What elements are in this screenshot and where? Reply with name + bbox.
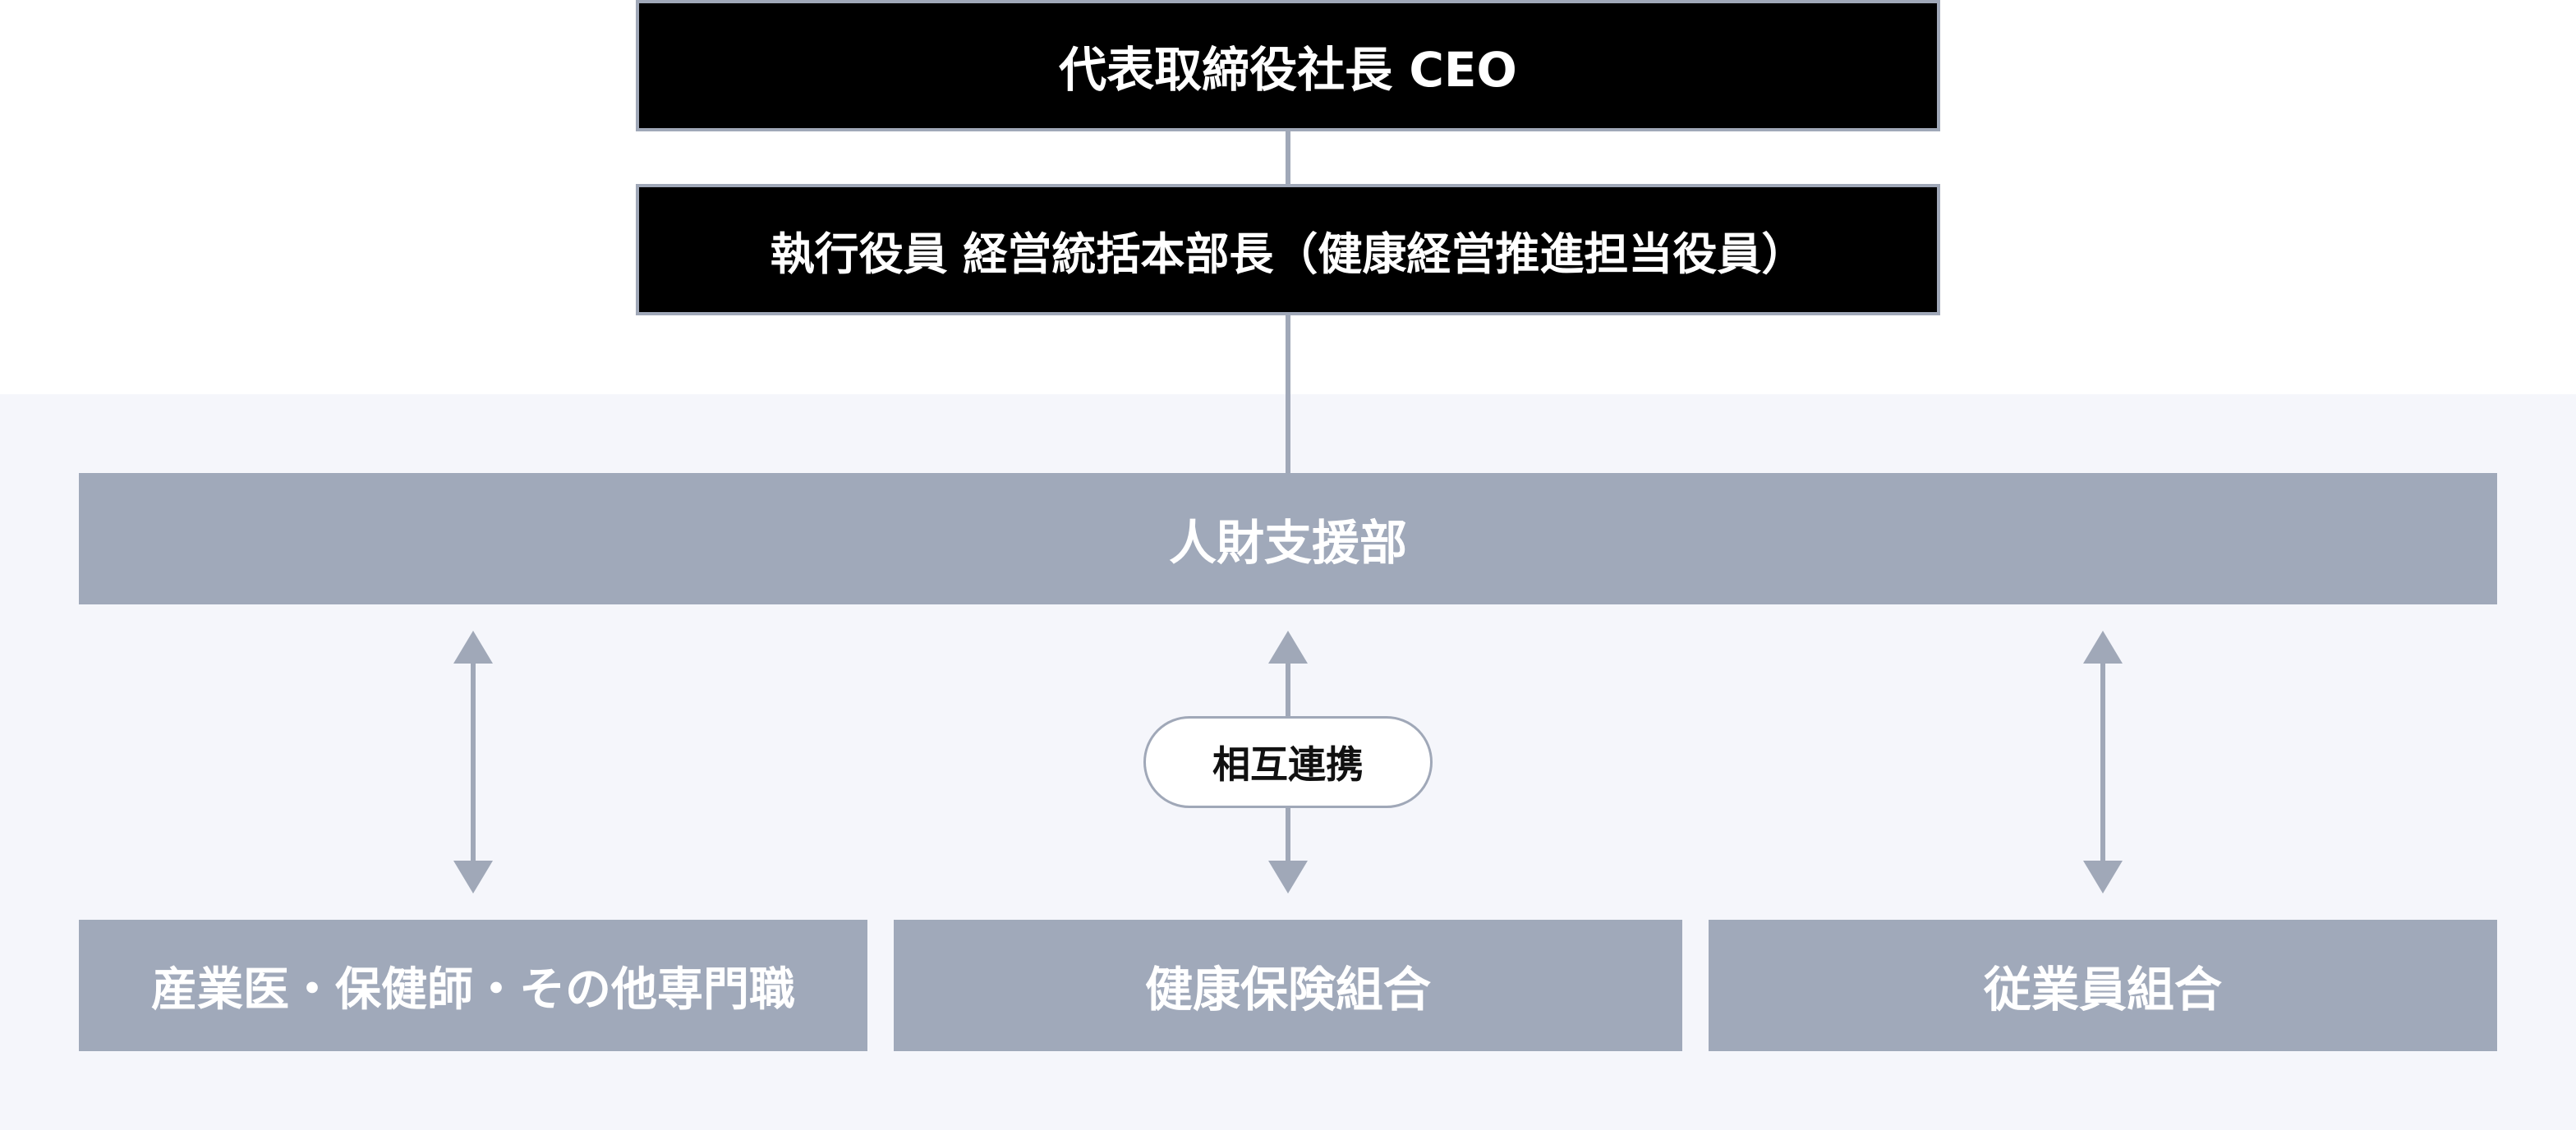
double-arrow-right (2083, 631, 2123, 893)
arrow-head-down-center (1268, 861, 1308, 893)
arrow-head-down-left (453, 861, 493, 893)
occupational-health-staff-label: 産業医・保健師・その他専門職 (151, 962, 795, 1017)
hr-support-department-label: 人財支援部 (1168, 515, 1407, 571)
mutual-cooperation-label: 相互連携 (1212, 742, 1364, 787)
arrow-shaft-left (471, 664, 476, 864)
ceo-label: 代表取締役社長 CEO (1059, 42, 1517, 98)
health-insurance-society-box: 健康保険組合 (894, 920, 1682, 1051)
arrow-head-up-right (2083, 631, 2123, 664)
executive-officer-box: 執行役員 経営統括本部長（健康経営推進担当役員） (636, 184, 1940, 315)
ceo-box: 代表取締役社長 CEO (636, 0, 1940, 131)
arrow-head-up-left (453, 631, 493, 664)
arrow-head-down-right (2083, 861, 2123, 893)
hr-support-department-box: 人財支援部 (79, 473, 2497, 604)
executive-officer-label: 執行役員 経営統括本部長（健康経営推進担当役員） (770, 227, 1806, 280)
mutual-cooperation-badge: 相互連携 (1143, 716, 1433, 808)
arrow-shaft-right (2100, 664, 2105, 864)
employee-union-label: 従業員組合 (1983, 962, 2222, 1017)
employee-union-box: 従業員組合 (1709, 920, 2497, 1051)
connector-officer-department (1286, 315, 1290, 473)
arrow-head-up-center (1268, 631, 1308, 664)
health-insurance-society-label: 健康保険組合 (1144, 962, 1431, 1017)
occupational-health-staff-box: 産業医・保健師・その他専門職 (79, 920, 867, 1051)
connector-ceo-officer (1286, 131, 1290, 184)
double-arrow-left (453, 631, 493, 893)
